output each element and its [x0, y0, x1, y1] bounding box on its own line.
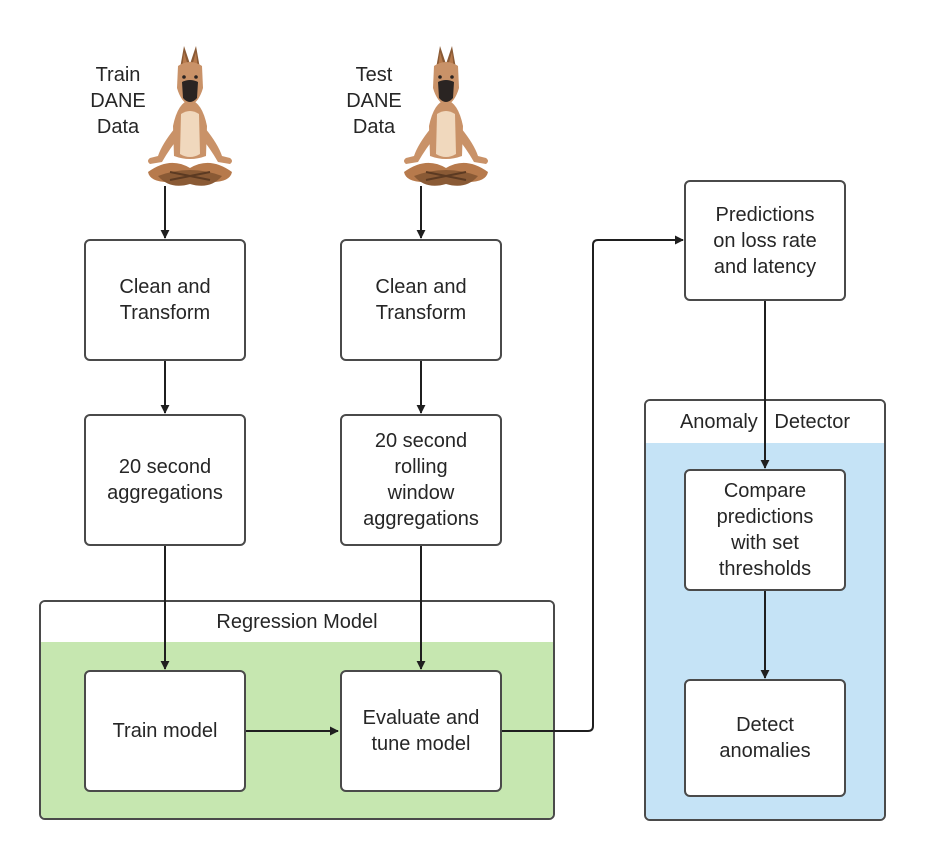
node-text-line: predictions	[716, 506, 814, 528]
node-text-line: 20 second	[118, 456, 212, 478]
test-data-label-line: DANE	[346, 90, 402, 112]
regression-model-title-text: Regression Model	[216, 610, 378, 633]
test-data-label-line: Test	[355, 64, 393, 86]
test-rolling-aggregations-node: 20 second rolling window aggregations	[340, 414, 502, 546]
train-data-label-line: DANE	[90, 90, 146, 112]
train-data-label-line: Data	[96, 116, 140, 138]
edge-evaluate-to-predictions	[500, 235, 684, 732]
node-text-line: thresholds	[718, 558, 812, 580]
node-text-line: tune model	[371, 733, 471, 755]
compare-thresholds-node: Compare predictions with set thresholds	[684, 469, 846, 591]
train-model-node: Train model	[84, 670, 246, 792]
node-text-line: Predictions	[715, 203, 815, 226]
node-text-line: and latency	[713, 255, 817, 278]
node-text-line: Evaluate and	[362, 707, 480, 729]
node-text-line: anomalies	[719, 740, 811, 762]
node-text-line: aggregations	[363, 508, 479, 530]
meditating-great-dane-icon	[404, 46, 488, 186]
anomaly-detector-title-text: Anomaly Detector	[679, 410, 851, 433]
node-text-line: on loss rate	[713, 229, 817, 252]
predictions-node: Predictions on loss rate and latency	[684, 180, 846, 301]
test-clean-transform-node: Clean and Transform	[340, 239, 502, 361]
node-text-line: aggregations	[107, 482, 223, 504]
node-text-line: Transform	[375, 302, 467, 324]
train-clean-transform-node: Clean and Transform	[84, 239, 246, 361]
node-text-line: window	[387, 482, 455, 504]
meditating-great-dane-icon	[148, 46, 232, 186]
train-aggregations-node: 20 second aggregations	[84, 414, 246, 546]
detect-anomalies-node: Detect anomalies	[684, 679, 846, 797]
node-text-line: 20 second	[374, 430, 468, 452]
node-text-line: Clean and	[119, 276, 211, 298]
test-data-label-line: Data	[352, 116, 396, 138]
test-data-label: Test DANE Data	[314, 62, 434, 140]
node-text-line: Train model	[112, 720, 218, 742]
train-data-label-line: Train	[95, 64, 141, 86]
train-data-label: Train DANE Data	[58, 62, 178, 140]
node-text-line: Transform	[119, 302, 211, 324]
evaluate-tune-model-node: Evaluate and tune model	[340, 670, 502, 792]
node-text-line: with set	[731, 532, 799, 554]
node-text-line: Compare	[723, 480, 807, 502]
node-text-line: Detect	[736, 714, 794, 736]
node-text-line: Clean and	[375, 276, 467, 298]
node-text-line: rolling	[394, 456, 448, 478]
